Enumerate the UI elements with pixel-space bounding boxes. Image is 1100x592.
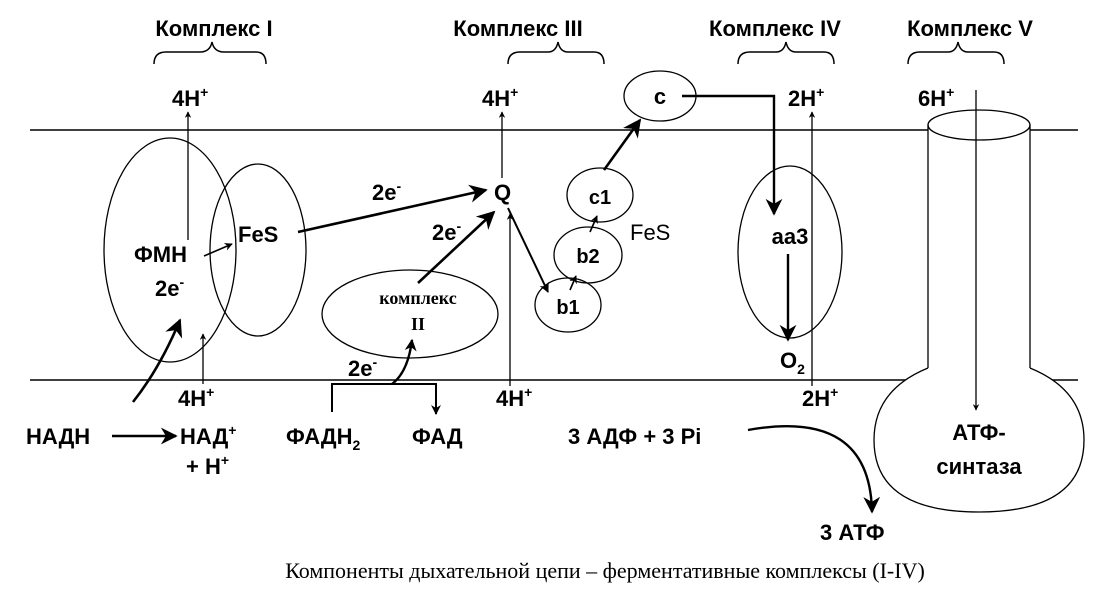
complex-2-to-q-arrow (417, 210, 496, 284)
fadh2-to-fad-arrow (331, 383, 441, 415)
complex-4-title: Комплекс IV (709, 16, 841, 41)
cytochrome-c1-circle (566, 167, 634, 223)
complex-1-ellipse-left (103, 137, 237, 363)
complex-2-ellipse (321, 269, 499, 359)
atp-synthase-head (873, 367, 1085, 513)
fmn-to-fes-arrow (203, 243, 233, 257)
atp-label: 3 АТФ (820, 520, 885, 545)
h-plus-label: + H+ (186, 452, 229, 479)
complex-4-ellipse (737, 165, 843, 339)
oxygen-label: O2 (780, 348, 805, 377)
complex-1-title: Комплекс I (155, 16, 272, 41)
proton-label-bottom-c3: 4H+ (496, 384, 532, 411)
b2-to-c1-arrow (589, 215, 598, 233)
brace-complex-3 (507, 41, 605, 65)
cytochrome-c-label: c (654, 84, 666, 109)
complex-5-title: Комплекс V (907, 16, 1033, 41)
complex-1-ellipse-right (209, 163, 307, 337)
electrons-c2-to-q-label: 2e- (432, 218, 461, 245)
atp-synthase-label-line1: АТФ- (952, 420, 1006, 445)
figure-caption: Компоненты дыхательной цепи – ферментати… (285, 558, 925, 583)
fadh2-to-complex-2-arrow (391, 338, 417, 385)
proton-label-bottom-c4: 2H+ (802, 384, 838, 411)
nad-label: НАД+ (180, 422, 236, 449)
brace-complex-5 (907, 41, 1005, 65)
atp-synthase-stalk (927, 125, 1031, 391)
cytochrome-b2-label: b2 (576, 246, 599, 268)
adp-pi-label: 3 АДФ + 3 Pi (568, 424, 701, 449)
b1-to-b2-arrow (569, 275, 577, 291)
brace-complex-4 (737, 41, 835, 65)
complex-2-label-line2: II (411, 314, 425, 334)
cytochrome-c1-label: c1 (589, 187, 611, 209)
c1-to-c-arrow (602, 118, 642, 171)
fad-label: ФАД (412, 424, 463, 449)
ubiquinone-q-label: Q (494, 180, 511, 205)
aa3-label: aa3 (772, 224, 809, 249)
proton-label-top-c3: 4H+ (482, 84, 518, 111)
cytochrome-b1-circle (534, 277, 602, 333)
cytochrome-b1-label: b1 (556, 297, 579, 319)
q-to-b1-arrow (507, 207, 549, 293)
proton-label-top-c1: 4H+ (172, 84, 208, 111)
fmn-label: ФМН (134, 242, 187, 267)
atp-synthase-label-line2: синтаза (936, 454, 1022, 479)
adp-to-atp-arrow (747, 425, 881, 514)
nadh-to-fmn-arrow (131, 318, 183, 403)
proton-label-top-c4: 2H+ (788, 84, 824, 111)
fmn-electrons-label: 2e- (155, 274, 184, 301)
fes-complex-3-label: FeS (630, 220, 670, 245)
complex-3-title: Комплекс III (453, 16, 582, 41)
electrons-fes-to-q-label: 2e- (372, 178, 401, 205)
electrons-fadh-label: 2e- (348, 354, 377, 381)
fadh2-label: ФАДН2 (286, 424, 361, 453)
proton-label-bottom-c1: 4H+ (178, 384, 214, 411)
c-to-aa3-arrow (682, 94, 783, 216)
complex-2-label-line1: комплекс (379, 288, 456, 308)
nadh-label: НАДН (26, 424, 90, 449)
proton-label-top-c5: 6H+ (918, 84, 954, 111)
atp-synthase-stalk-top (927, 109, 1031, 141)
fes-complex-1-label: FeS (238, 222, 278, 247)
fes-to-q-arrow (297, 184, 488, 234)
brace-complex-1 (153, 41, 267, 65)
